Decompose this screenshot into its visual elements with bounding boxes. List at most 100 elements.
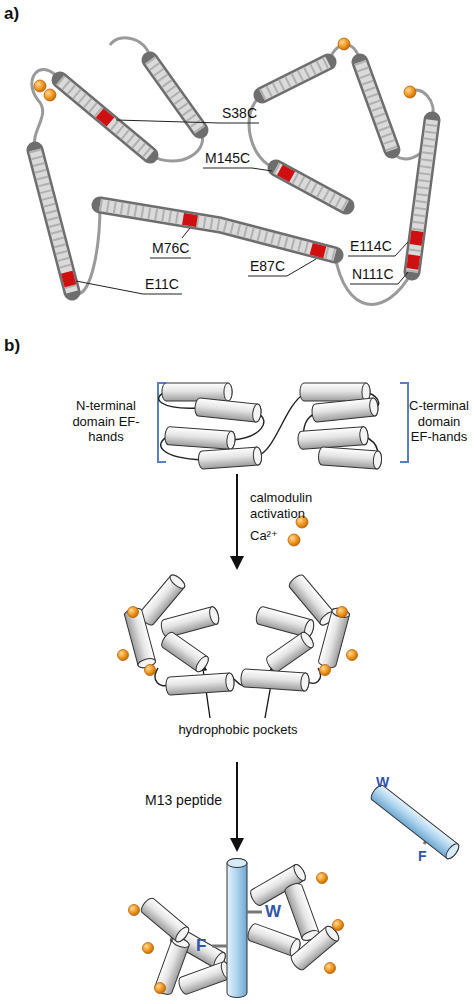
ion-label: Ca²⁺: [250, 528, 278, 544]
cylinder-body: [124, 607, 157, 670]
cylinder-body: [264, 630, 315, 673]
calcium-ion: [337, 607, 348, 618]
cylinder-body: [300, 383, 370, 401]
helix: [60, 80, 150, 155]
mutation-site: [416, 231, 418, 245]
helix: [35, 150, 72, 292]
side-chain: [247, 911, 262, 914]
cylinder-cap: [168, 573, 187, 591]
cylinder-body: [311, 398, 379, 423]
cylinder-body: [246, 922, 302, 957]
helix: [60, 80, 150, 155]
mutation-site: [311, 249, 325, 253]
step-arrow: [236, 762, 238, 840]
helix-cylinder: [139, 896, 191, 944]
helix: [360, 62, 392, 150]
calcium-ion: [143, 943, 154, 954]
calcium-ion: [404, 86, 416, 98]
leader-line: [203, 168, 272, 171]
calcium-ion: [155, 983, 166, 994]
cartoon-panel: [155, 383, 431, 852]
mutation-site: [67, 272, 71, 286]
helix: [360, 62, 392, 150]
pointer-label: hydrophobic pockets: [178, 722, 298, 738]
helix-cylinder: [300, 383, 370, 401]
calcium-ion: [317, 873, 328, 884]
helix: [150, 60, 200, 130]
cylinder-cap: [224, 383, 232, 401]
helix: [276, 168, 346, 206]
step-label: calmodulin activation: [250, 490, 340, 521]
calcium-ion: [333, 920, 344, 931]
cylinder-cap: [292, 863, 308, 883]
cylinder-body: [227, 859, 247, 998]
calcium-ion: [34, 80, 46, 92]
mutation-label: S38C: [222, 105, 257, 122]
cylinder-cap: [359, 427, 368, 446]
cylinder-body: [240, 669, 309, 692]
panel-label: a): [4, 4, 19, 24]
helix: [360, 62, 392, 150]
calcium-ion: [338, 38, 350, 50]
helix: [412, 120, 432, 272]
peptide-cylinder: [227, 859, 247, 998]
helix-cylinder: [297, 427, 368, 450]
side-chains: [212, 912, 262, 946]
cylinder-body: [139, 896, 191, 944]
helix: [100, 205, 335, 255]
helix-cylinder: [165, 673, 234, 696]
helix-cylinders: [124, 383, 462, 998]
helix: [262, 62, 328, 95]
mutation-label: E11C: [145, 276, 179, 293]
mutation-label: M145C: [205, 150, 250, 167]
cartoon-loops: [155, 392, 379, 686]
cylinder-body: [318, 607, 351, 670]
helix-cylinder: [159, 630, 210, 673]
helix-cylinder: [284, 882, 321, 943]
cylinder-body: [165, 673, 234, 696]
residue-label: W: [265, 902, 281, 922]
helix: [262, 62, 328, 95]
leader-line: [248, 259, 316, 276]
cylinder-body: [318, 447, 382, 469]
mutation-label: E114C: [350, 238, 392, 255]
cylinder-body: [164, 427, 235, 450]
cylinder-body: [369, 783, 461, 861]
residue-label: F: [418, 848, 427, 865]
side-chain: [212, 945, 227, 948]
helix-cylinder: [264, 630, 315, 673]
cylinder-cap: [444, 842, 461, 861]
domain-label: N-terminal domain EF-hands: [60, 398, 152, 445]
mutation-site: [280, 170, 292, 177]
step-arrow: [236, 474, 238, 558]
calcium-ion: [128, 607, 139, 618]
step-label: M13 peptide: [145, 792, 222, 809]
panel-label: b): [4, 336, 20, 356]
helix-cylinder: [177, 960, 233, 995]
helix: [100, 205, 335, 255]
calcium-ion: [288, 534, 300, 546]
helix-cylinder: [318, 607, 351, 670]
helix: [412, 120, 432, 272]
cylinder-cap: [194, 654, 211, 673]
calcium-ion: [347, 650, 358, 661]
cylinder-cap: [173, 925, 191, 944]
cylinder-cap: [225, 673, 234, 692]
cylinder-cap: [208, 606, 220, 625]
calcium-ion: [320, 665, 331, 676]
helix: [276, 168, 346, 206]
helix-cylinder: [124, 607, 157, 670]
arrowhead: [230, 556, 244, 570]
helix: [276, 168, 346, 206]
helix-cylinder: [246, 922, 302, 957]
helix-cylinder: [240, 669, 309, 692]
residue-label: F: [196, 936, 206, 956]
cylinder-cap: [253, 447, 262, 466]
helix: [262, 62, 328, 95]
helix-cylinder: [311, 398, 379, 423]
helix-cylinder: [162, 383, 232, 401]
cylinder-cap: [299, 630, 316, 649]
helix: [35, 150, 72, 292]
mutation-label: N111C: [352, 266, 394, 283]
